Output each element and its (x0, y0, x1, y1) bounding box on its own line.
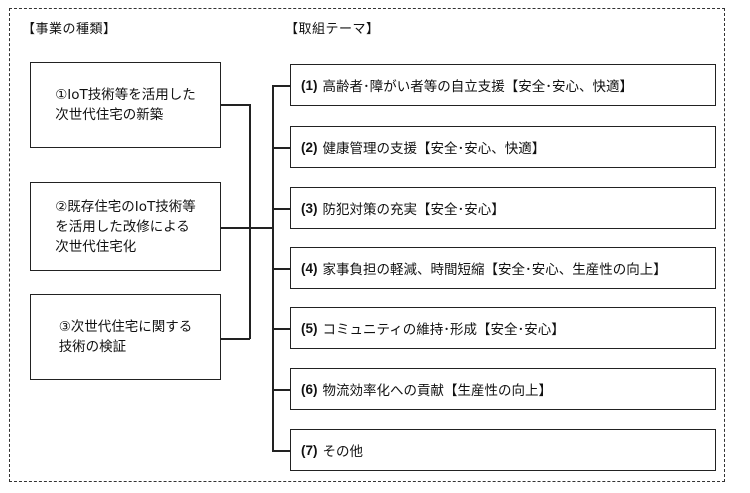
theme-text: 高齢者･障がい者等の自立支援【安全･安心、快適】 (322, 79, 634, 95)
branch-line (272, 450, 290, 452)
branch-line (272, 328, 290, 330)
branch-line (272, 208, 290, 210)
business-type-box-3: ③次世代住宅に関する 技術の検証 (30, 294, 221, 380)
branch-line (272, 85, 290, 87)
branch-line (272, 268, 290, 270)
connector-line (221, 338, 250, 340)
theme-box-2: (2) 健康管理の支援【安全･安心、快適】 (290, 126, 716, 168)
theme-box-5: (5) コミュニティの維持･形成【安全･安心】 (290, 307, 716, 349)
theme-box-7: (7) その他 (290, 429, 716, 471)
connector-line (272, 85, 274, 450)
business-types-heading: 【事業の種類】 (22, 22, 117, 37)
theme-box-1: (1) 高齢者･障がい者等の自立支援【安全･安心、快適】 (290, 64, 716, 106)
themes-heading: 【取組テーマ】 (285, 22, 380, 37)
theme-number: (2) (301, 139, 318, 155)
theme-box-6: (6) 物流効率化への貢献【生産性の向上】 (290, 368, 716, 410)
theme-number: (6) (301, 381, 318, 397)
theme-number: (7) (301, 442, 318, 458)
theme-text: 家事負担の軽減、時間短縮【安全･安心、生産性の向上】 (322, 262, 667, 278)
dashed-frame (9, 8, 725, 482)
business-type-text: ③次世代住宅に関する 技術の検証 (58, 319, 193, 355)
business-type-text: ②既存住宅のIoT技術等 を活用した改修による 次世代住宅化 (55, 198, 196, 255)
theme-number: (1) (301, 77, 318, 93)
branch-line (272, 147, 290, 149)
connector-line (221, 104, 250, 106)
connector-line (221, 227, 250, 229)
theme-text: 健康管理の支援【安全･安心、快適】 (322, 141, 546, 157)
theme-number: (5) (301, 320, 318, 336)
branch-line (272, 389, 290, 391)
theme-text: コミュニティの維持･形成【安全･安心】 (322, 322, 565, 338)
connector-line (249, 227, 273, 229)
theme-number: (3) (301, 200, 318, 216)
theme-number: (4) (301, 260, 318, 276)
theme-text: その他 (322, 444, 364, 460)
theme-box-3: (3) 防犯対策の充実【安全･安心】 (290, 187, 716, 229)
theme-text: 物流効率化への貢献【生産性の向上】 (322, 383, 553, 399)
connector-line (249, 104, 251, 339)
business-type-box-1: ①IoT技術等を活用した 次世代住宅の新築 (30, 62, 221, 148)
business-type-text: ①IoT技術等を活用した 次世代住宅の新築 (55, 87, 196, 123)
theme-text: 防犯対策の充実【安全･安心】 (322, 202, 505, 218)
business-type-box-2: ②既存住宅のIoT技術等 を活用した改修による 次世代住宅化 (30, 182, 221, 271)
theme-box-4: (4) 家事負担の軽減、時間短縮【安全･安心、生産性の向上】 (290, 247, 716, 289)
